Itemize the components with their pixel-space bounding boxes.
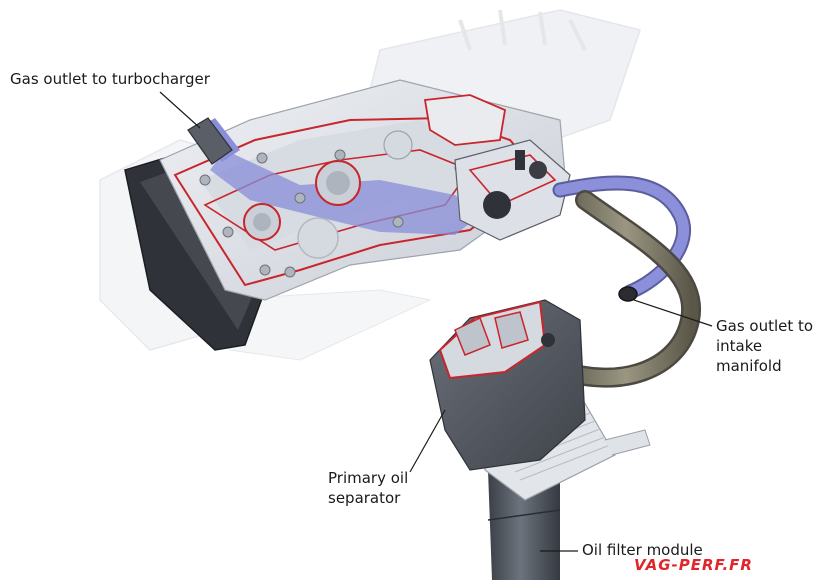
callout-line-turbo — [159, 91, 201, 129]
watermark-text: VAG-PERF.FR — [634, 556, 753, 574]
label-primary-oil-separator: Primary oil separator — [328, 469, 409, 507]
label-oil-filter-module: Oil filter module — [582, 541, 703, 559]
primary-oil-separator — [429, 299, 586, 471]
intake-hose — [552, 175, 692, 302]
return-pipe — [550, 190, 702, 388]
callout-line-intake — [633, 299, 713, 327]
label-gas-outlet-intake-manifold: Gas outlet to intake manifold — [716, 317, 814, 375]
watermark-logo: VAG-PERF.FR — [634, 556, 753, 574]
pcv-valve-block — [454, 139, 571, 241]
cylinder-head-cover — [159, 79, 566, 301]
callout-lines — [159, 91, 713, 552]
callout-line-primary — [409, 409, 446, 473]
label-gas-outlet-turbocharger: Gas outlet to turbocharger — [10, 70, 210, 88]
